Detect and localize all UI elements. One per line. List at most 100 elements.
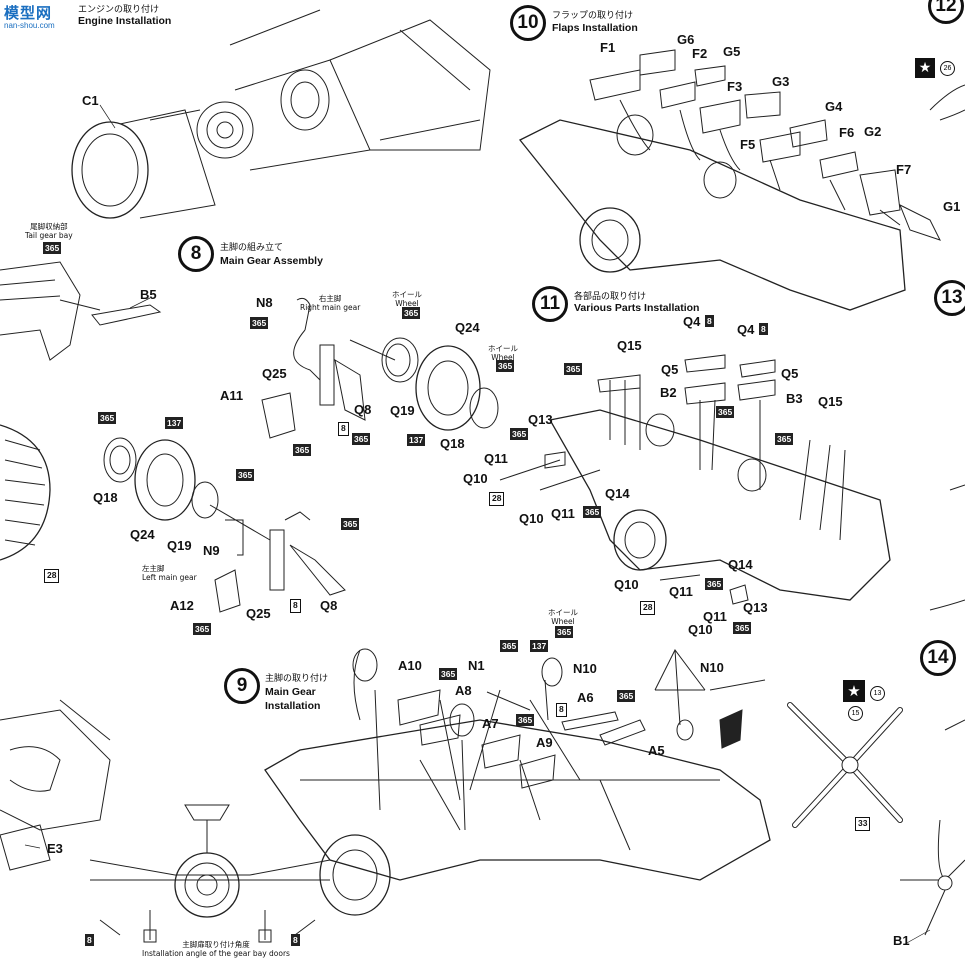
part-label-q25-2: Q25 [246, 606, 271, 621]
gear-door-angle-note-jp: 主脚扉取り付け角度 [182, 940, 250, 949]
part-label-q19-1: Q19 [390, 403, 415, 418]
part-label-a12: A12 [170, 598, 194, 613]
part-label-q24-1: Q24 [455, 320, 480, 335]
part-label-q4-1: Q4 [683, 314, 701, 329]
right-main-gear-note-en: Right main gear [300, 303, 361, 312]
wheel-note-3-jp: ホイール [548, 608, 578, 617]
part-label-q5-2: Q5 [781, 366, 799, 381]
various-parts-aircraft-drawing [499, 354, 891, 605]
step-9-title-en-1: Main Gear [265, 686, 316, 698]
engine-assembly-drawing [71, 9, 491, 219]
front-view-aircraft-drawing [89, 804, 331, 943]
decal-number-15: 15 [848, 706, 863, 721]
step-10-title-jp: フラップの取り付け [552, 11, 634, 21]
part-label-q15-2: Q15 [818, 394, 843, 409]
part-label-a11: A11 [220, 388, 244, 403]
step-10-title-en: Flaps Installation [552, 22, 638, 34]
part-label-q10-4: Q10 [688, 622, 713, 637]
part-label-a5: A5 [648, 743, 665, 758]
main-gear-parts-drawing [103, 297, 499, 613]
paint-code-365: 365 [583, 506, 602, 518]
paint-code-365: 365 [705, 578, 724, 590]
paint-code-365: 365 [555, 626, 574, 638]
engine-step-title-en: Engine Installation [78, 15, 172, 27]
tail-section-drawing [0, 261, 162, 361]
right-main-gear-note-jp: 右主脚 [318, 294, 342, 303]
part-label-b2: B2 [660, 385, 677, 400]
step-8-number: 8 [178, 236, 214, 272]
left-main-gear-note: 左主脚 Left main gear [142, 564, 197, 582]
wheel-note-2-en: Wheel [491, 353, 515, 362]
wheel-note-3-en: Wheel [551, 617, 575, 626]
gear-door-angle-note-en: Installation angle of the gear bay doors [142, 949, 290, 958]
part-code-33: 33 [855, 817, 871, 831]
wheel-note-2: ホイール Wheel [488, 344, 518, 362]
part-code-8: 8 [291, 934, 300, 946]
part-label-q4-2: Q4 [737, 322, 755, 337]
engine-step-title-jp: エンジンの取り付け [78, 5, 160, 15]
part-label-q13-1: Q13 [528, 412, 553, 427]
part-label-b1: B1 [893, 933, 910, 948]
watermark-url: nan-shou.com [4, 21, 55, 30]
paint-code-365: 365 [98, 412, 117, 424]
part-label-n10-2: N10 [700, 660, 724, 675]
part-label-n8: N8 [256, 295, 273, 310]
part-code-8: 8 [556, 703, 567, 717]
paint-code-137: 137 [407, 434, 426, 446]
part-label-e3: E3 [47, 841, 63, 856]
part-label-q18-1: Q18 [440, 436, 465, 451]
part-label-q13-2: Q13 [743, 600, 768, 615]
part-label-q10-2: Q10 [519, 511, 544, 526]
star-insignia-icon: ★ [843, 680, 865, 702]
part-code-8-q4-2: 8 [759, 323, 768, 335]
part-label-q11-2: Q11 [551, 506, 575, 521]
leader-lines [24, 104, 931, 945]
part-label-a6: A6 [577, 690, 594, 705]
part-label-g4: G4 [825, 99, 843, 114]
right-main-gear-note: 右主脚 Right main gear [300, 294, 360, 312]
paint-code-365: 365 [775, 433, 794, 445]
part-label-q10-3: Q10 [614, 577, 639, 592]
paint-code-365: 365 [617, 690, 636, 702]
paint-code-365: 365 [439, 668, 458, 680]
part-label-n10-1: N10 [573, 661, 597, 676]
left-main-gear-note-en: Left main gear [142, 573, 197, 582]
step-11-title-en: Various Parts Installation [574, 302, 700, 314]
part-label-q18-2: Q18 [93, 490, 118, 505]
propeller-drawing [787, 702, 965, 936]
wheel-note-2-jp: ホイール [488, 344, 518, 353]
part-label-q5-1: Q5 [661, 362, 679, 377]
part-label-a10: A10 [398, 658, 422, 673]
part-label-b3: B3 [786, 391, 803, 406]
paint-code-365: 365 [716, 406, 735, 418]
part-label-n9: N9 [203, 543, 220, 558]
paint-code-365: 365 [402, 307, 421, 319]
step-13-number: 13 [934, 280, 965, 316]
left-main-gear-note-jp: 左主脚 [142, 564, 165, 573]
step12-edge-drawing [929, 84, 965, 611]
part-code-28: 28 [44, 569, 60, 583]
flaps-aircraft-drawing [518, 49, 941, 311]
paint-code-365: 365 [250, 317, 269, 329]
part-code-28: 28 [489, 492, 505, 506]
part-label-f5: F5 [740, 137, 756, 152]
wheel-note-3: ホイール Wheel [548, 608, 578, 626]
part-code-28: 28 [640, 601, 656, 615]
wheel-note-1-en: Wheel [395, 299, 419, 308]
part-label-f7: F7 [896, 162, 912, 177]
part-label-q8-1: Q8 [354, 402, 372, 417]
part-label-q11-1: Q11 [484, 451, 508, 466]
part-code-8: 8 [85, 934, 94, 946]
part-label-q10-1: Q10 [463, 471, 488, 486]
part-label-n1: N1 [468, 658, 485, 673]
part-code-8: 8 [290, 599, 301, 613]
wheel-note-1-jp: ホイール [392, 290, 422, 299]
paint-code-365: 365 [564, 363, 583, 375]
part-code-8: 8 [338, 422, 349, 436]
part-label-a8: A8 [455, 683, 472, 698]
part-label-f1: F1 [600, 40, 616, 55]
tail-gear-bay-note: 尾脚収納部 Tail gear bay [25, 222, 73, 240]
part-label-q14-2: Q14 [728, 557, 753, 572]
watermark-title: 模型网 [4, 4, 53, 22]
